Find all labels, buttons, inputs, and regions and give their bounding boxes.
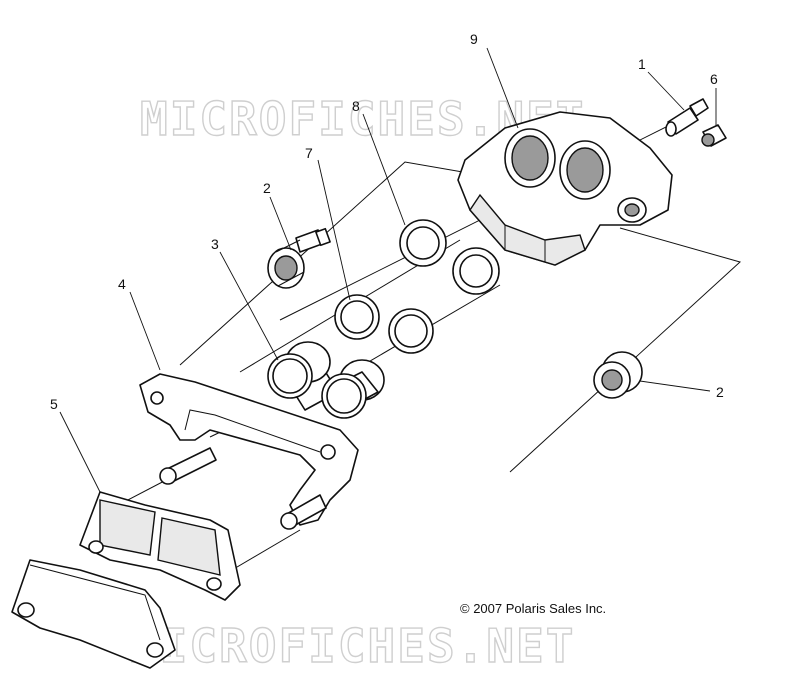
bleeder-cap	[701, 124, 727, 147]
callout-2-upper: 2	[263, 180, 271, 196]
callout-6: 6	[710, 71, 718, 87]
callout-5: 5	[50, 396, 58, 412]
callout-8: 8	[352, 98, 360, 114]
leader-lines	[59, 47, 717, 493]
brake-pads	[11, 491, 241, 669]
callout-7: 7	[305, 145, 313, 161]
guide-pin-boot-lower	[593, 351, 643, 399]
callout-3: 3	[211, 236, 219, 252]
watermark-bottom: MICROFICHES.NET	[130, 619, 575, 673]
callout-4: 4	[118, 276, 126, 292]
pistons	[267, 341, 385, 419]
caliper-body	[457, 111, 673, 266]
guide-pin-boot-upper	[267, 227, 331, 289]
callout-2-lower: 2	[716, 384, 724, 400]
copyright-notice: © 2007 Polaris Sales Inc.	[460, 601, 606, 616]
piston-seals	[399, 219, 500, 295]
caliper-bracket	[139, 373, 359, 530]
callout-9: 9	[470, 31, 478, 47]
bleeder-valve	[665, 98, 709, 137]
callout-1: 1	[638, 56, 646, 72]
dust-seals	[334, 294, 434, 354]
